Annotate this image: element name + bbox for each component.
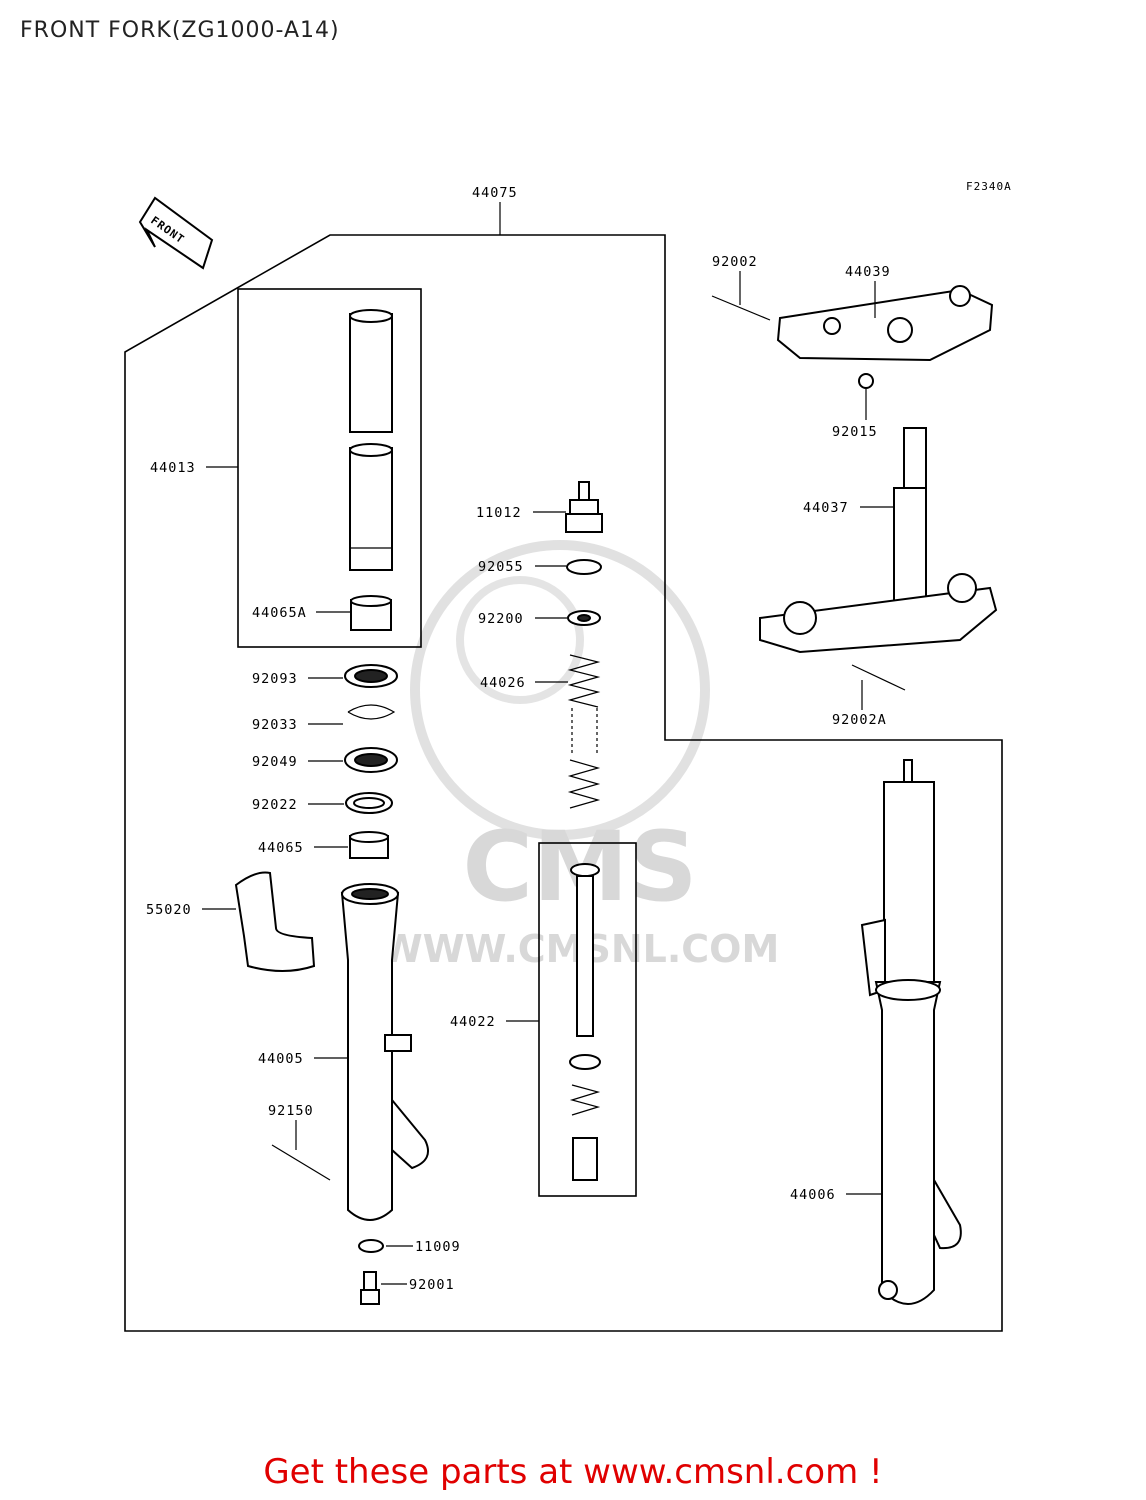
bolt-92002-part — [711, 295, 771, 321]
fork-guard-part — [234, 871, 316, 972]
page-title: FRONT FORK(ZG1000-A14) — [20, 18, 340, 43]
label-11009: 11009 — [415, 1239, 461, 1255]
fork-spring-part — [567, 654, 601, 809]
steering-stem-part — [759, 427, 998, 654]
front-arrow-icon: FRONT — [138, 196, 214, 270]
nut-92015-part — [858, 373, 874, 389]
label-92033: 92033 — [252, 717, 298, 733]
label-44037: 44037 — [803, 500, 849, 516]
outer-tube-left-part — [340, 883, 429, 1221]
fork-cap-part — [565, 481, 603, 533]
label-44005: 44005 — [258, 1051, 304, 1067]
label-44013: 44013 — [150, 460, 196, 476]
outer-tube-right-part — [860, 759, 962, 1305]
label-92093: 92093 — [252, 671, 298, 687]
label-92049: 92049 — [252, 754, 298, 770]
label-92001: 92001 — [409, 1277, 455, 1293]
inner-tube-group-box — [237, 288, 422, 648]
damper-cylinder-part — [569, 863, 601, 1181]
assembly-outline — [124, 234, 1003, 1332]
label-92015: 92015 — [832, 424, 878, 440]
upper-bracket-part — [776, 285, 994, 362]
label-44022: 44022 — [450, 1014, 496, 1030]
label-92055: 92055 — [478, 559, 524, 575]
footer-link[interactable]: Get these parts at www.cmsnl.com ! — [263, 1452, 883, 1492]
diagram-code: F2340A — [966, 180, 1012, 193]
label-44075: 44075 — [472, 185, 518, 201]
label-92150: 92150 — [268, 1103, 314, 1119]
label-44026: 44026 — [480, 675, 526, 691]
label-44039: 44039 — [845, 264, 891, 280]
bushing-44065A-part — [350, 595, 392, 631]
label-44065: 44065 — [258, 840, 304, 856]
bolt-92001-part — [360, 1271, 380, 1305]
label-92200: 92200 — [478, 611, 524, 627]
bolt-92150-part — [271, 1144, 331, 1181]
label-11012: 11012 — [476, 505, 522, 521]
label-55020: 55020 — [146, 902, 192, 918]
label-92022: 92022 — [252, 797, 298, 813]
washer-11009-part — [358, 1239, 384, 1253]
seal-stack — [344, 664, 398, 859]
inner-tube-part — [349, 309, 393, 571]
cylinder-group-box — [538, 842, 637, 1197]
bolt-92002A-part — [851, 664, 906, 691]
oring-part — [566, 559, 602, 575]
label-44006: 44006 — [790, 1187, 836, 1203]
label-44065A: 44065A — [252, 605, 307, 621]
label-92002: 92002 — [712, 254, 758, 270]
label-92002A: 92002A — [832, 712, 887, 728]
